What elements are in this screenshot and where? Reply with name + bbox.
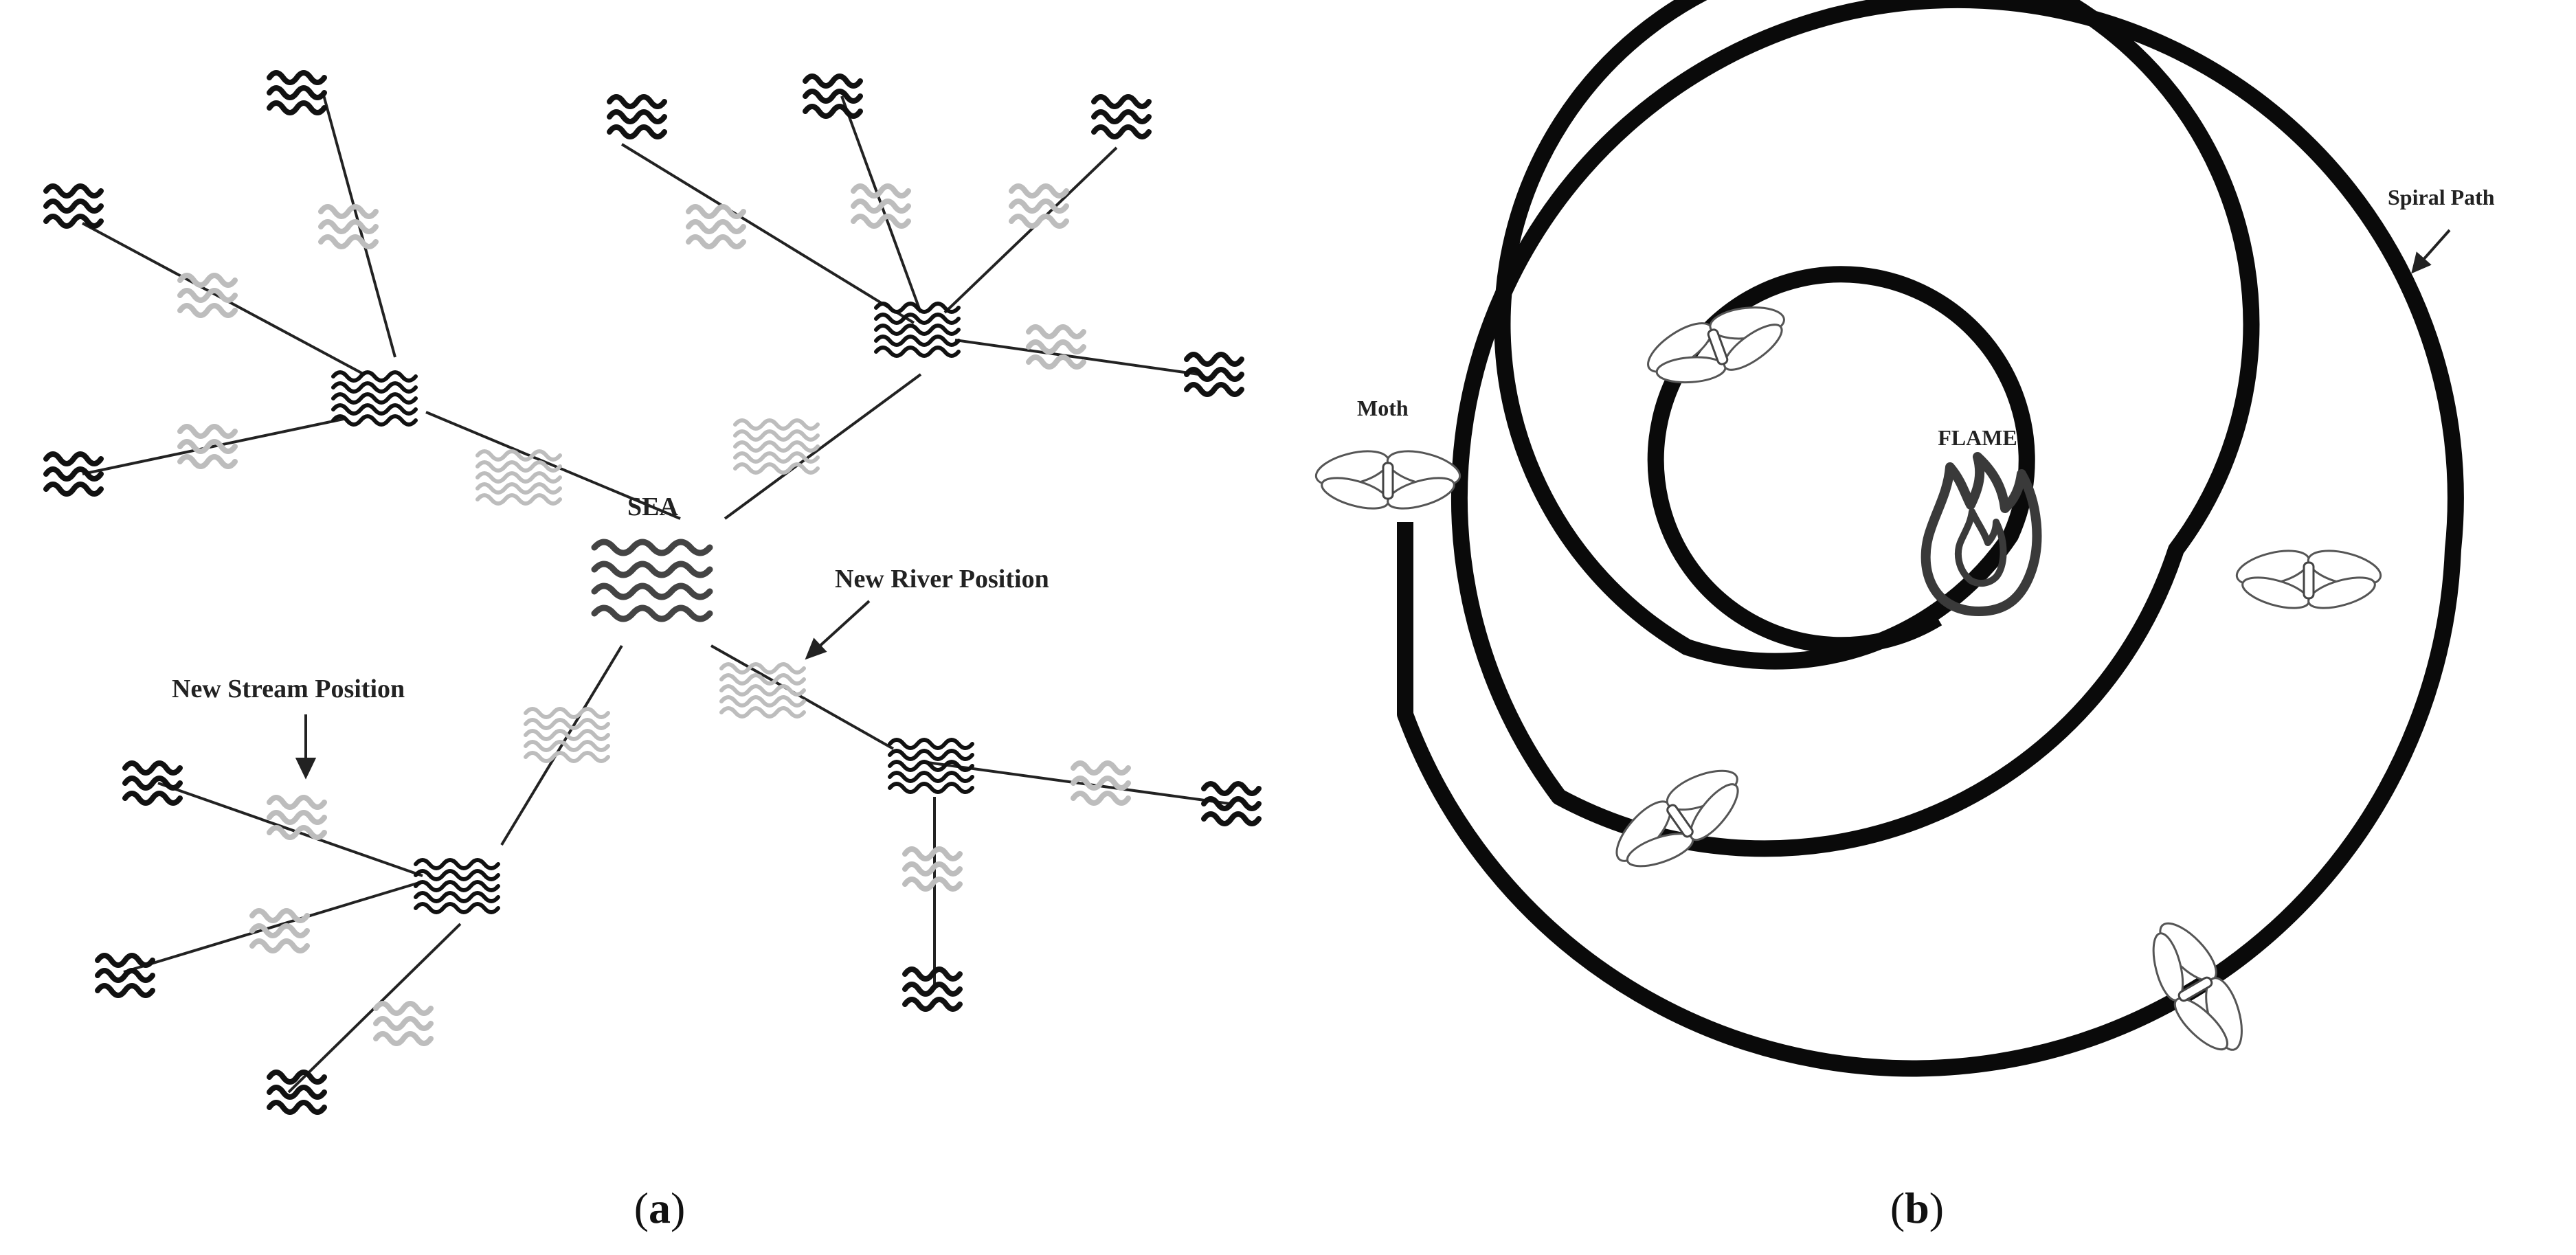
river-top-left xyxy=(333,372,416,425)
stream-11 xyxy=(1204,784,1259,824)
new-river-bottom-right xyxy=(721,664,804,716)
new-river-top-right xyxy=(735,420,818,473)
stream-3 xyxy=(46,454,101,494)
moth-outside-icon xyxy=(1311,444,1465,516)
flame-icon xyxy=(1920,452,2042,616)
stream-5 xyxy=(805,76,860,116)
stream-12 xyxy=(905,969,960,1009)
new-stream-5 xyxy=(853,186,908,226)
stream-1 xyxy=(269,73,324,113)
panel-b-moth-flame: FLAME Moth Spiral Path (b) xyxy=(1311,0,2495,1232)
new-stream-10 xyxy=(376,1004,431,1043)
new-stream-8 xyxy=(269,798,324,837)
moth-icon-2 xyxy=(2232,543,2386,615)
stream-4 xyxy=(609,97,664,137)
river-bottom-right xyxy=(890,740,972,792)
moth-icon-4 xyxy=(2127,905,2265,1073)
spiral-path xyxy=(1397,0,2464,1077)
new-stream-label: New Stream Position xyxy=(172,675,405,703)
river-bottom-left xyxy=(416,860,498,912)
sea-label: SEA xyxy=(627,493,678,521)
new-stream-12 xyxy=(905,849,960,889)
panel-a-river-network: SEA New River Position New Stream Positi… xyxy=(46,73,1259,1232)
caption-b: (b) xyxy=(1890,1184,1944,1232)
caption-a-letter: a xyxy=(649,1184,671,1232)
new-stream-3 xyxy=(180,427,235,466)
moth-label: Moth xyxy=(1357,396,1409,420)
stream-2 xyxy=(46,186,101,226)
flame-label: FLAME xyxy=(1938,425,2017,450)
stream-9 xyxy=(98,956,153,995)
stream-8 xyxy=(125,763,180,803)
spiral-path-label: Spiral Path xyxy=(2388,185,2495,210)
new-stream-6 xyxy=(1011,186,1066,226)
new-stream-1 xyxy=(321,207,376,247)
caption-a: (a) xyxy=(634,1184,686,1232)
new-river-label: New River Position xyxy=(835,565,1049,593)
annotation-arrows xyxy=(295,600,871,780)
caption-b-letter: b xyxy=(1905,1184,1929,1232)
moth-icon-1 xyxy=(1633,286,1802,406)
sea-symbol xyxy=(594,542,710,619)
new-river-top-left xyxy=(478,451,560,504)
new-stream-7 xyxy=(1029,327,1084,367)
stream-10 xyxy=(269,1072,324,1112)
new-river-bottom-left xyxy=(526,709,608,761)
river-top-right xyxy=(876,304,959,356)
stream-6 xyxy=(1094,97,1149,137)
spiral-path-arrow xyxy=(2411,229,2451,274)
